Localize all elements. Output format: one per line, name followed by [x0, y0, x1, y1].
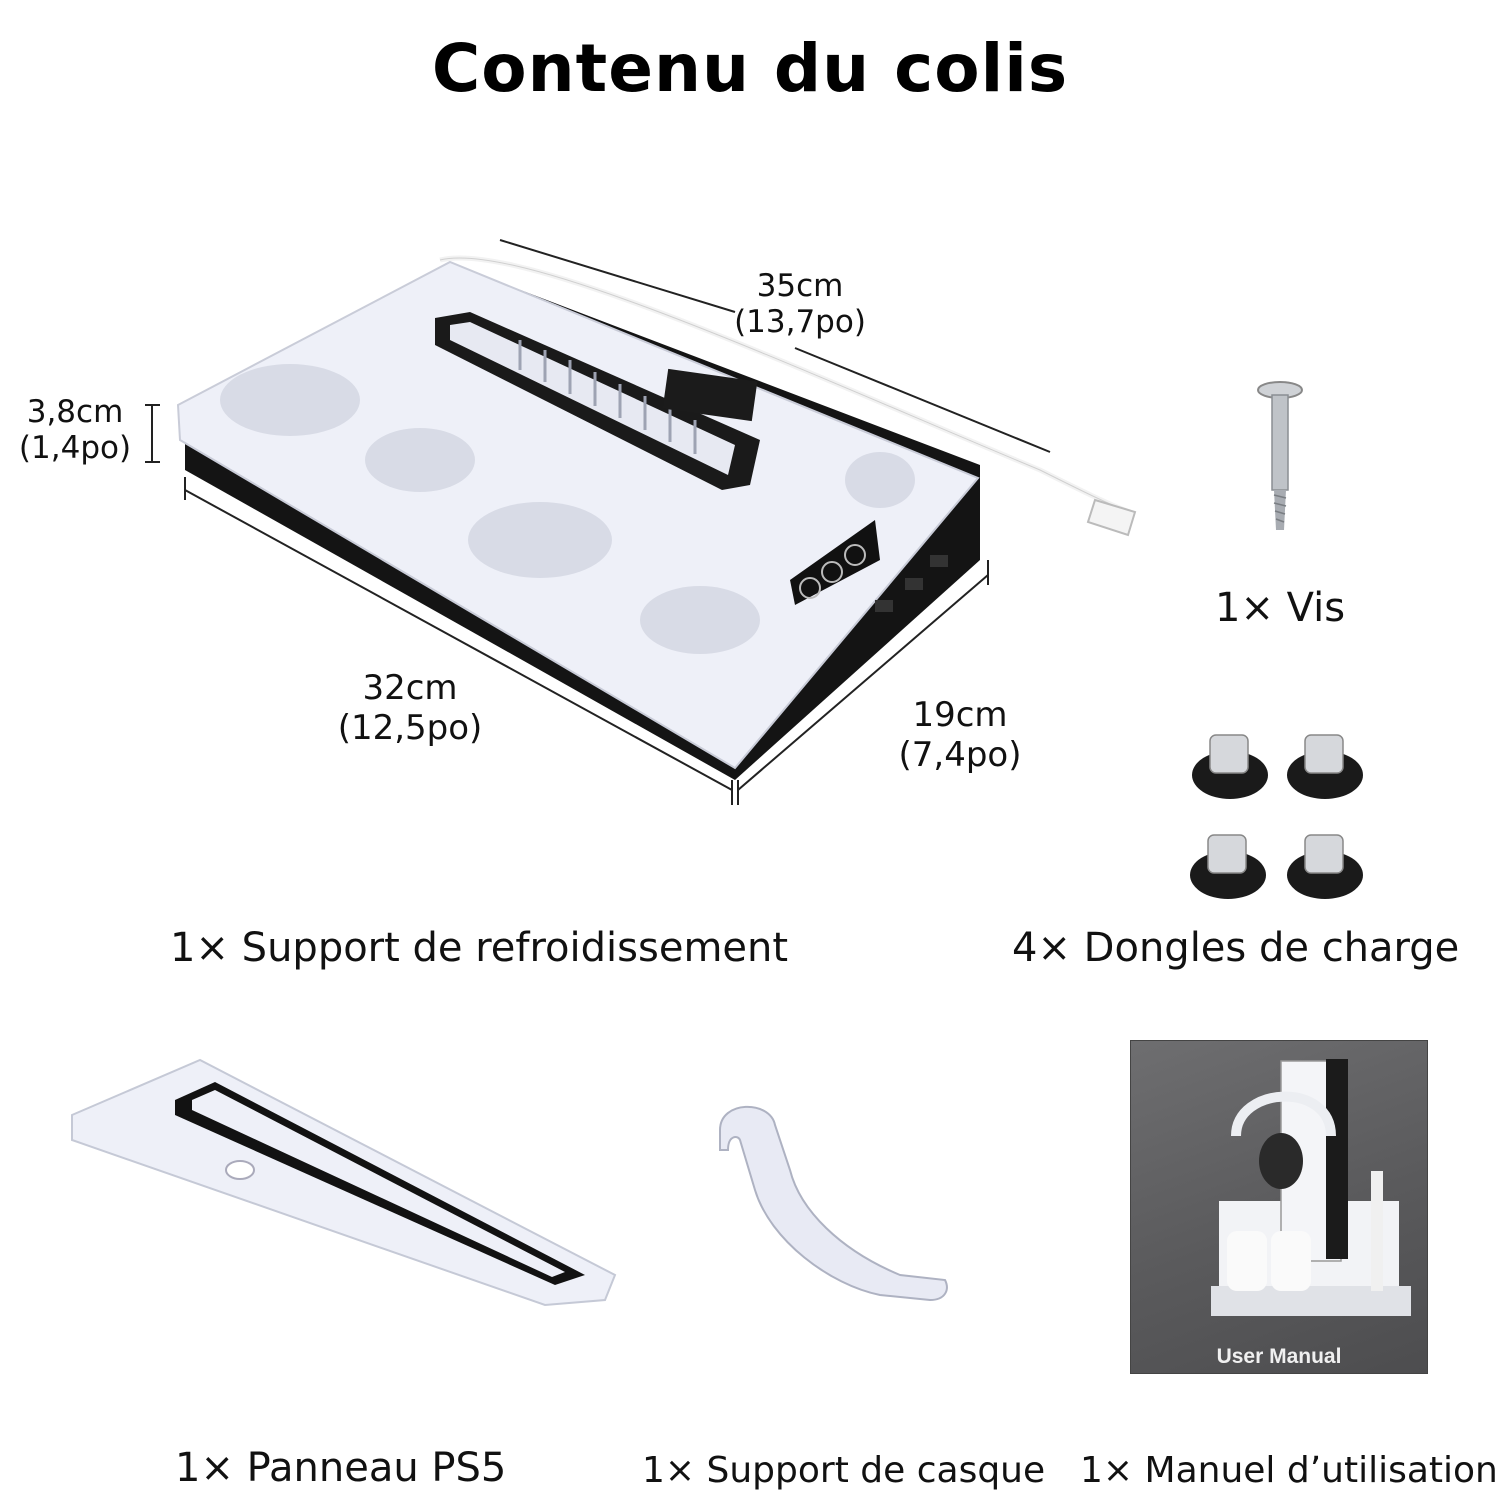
- width-metric: 32cm: [362, 668, 458, 708]
- dongle-2: [1287, 734, 1363, 799]
- dongle-3: [1190, 834, 1266, 899]
- length-metric: 35cm: [756, 268, 844, 304]
- ps5-panel-caption: 1× Panneau PS5: [175, 1445, 507, 1491]
- dongle-4: [1287, 834, 1363, 899]
- dongles-caption: 4× Dongles de charge: [1012, 925, 1460, 971]
- length-dimension: 35cm (13,7po): [710, 268, 890, 340]
- height-dimension: 3,8cm (1,4po): [0, 394, 150, 466]
- width-dimension: 32cm (12,5po): [320, 668, 500, 748]
- dongle-1: [1192, 734, 1268, 799]
- depth-dimension: 19cm (7,4po): [870, 695, 1050, 775]
- width-imperial: (12,5po): [337, 708, 483, 748]
- height-imperial: (1,4po): [18, 430, 132, 466]
- depth-metric: 19cm: [912, 695, 1008, 735]
- height-metric: 3,8cm: [26, 394, 124, 430]
- screw-caption: 1× Vis: [1215, 585, 1346, 631]
- manual-cover-text: User Manual: [1216, 1345, 1342, 1368]
- cooling-stand-caption: 1× Support de refroidissement: [170, 925, 789, 971]
- headset-holder-caption: 1× Support de casque: [642, 1450, 1046, 1491]
- page-title: Contenu du colis: [431, 30, 1069, 107]
- length-imperial: (13,7po): [734, 304, 866, 340]
- user-manual-image: User Manual: [1130, 1040, 1428, 1374]
- depth-imperial: (7,4po): [898, 735, 1022, 775]
- user-manual-caption: 1× Manuel d’utilisation: [1080, 1450, 1498, 1491]
